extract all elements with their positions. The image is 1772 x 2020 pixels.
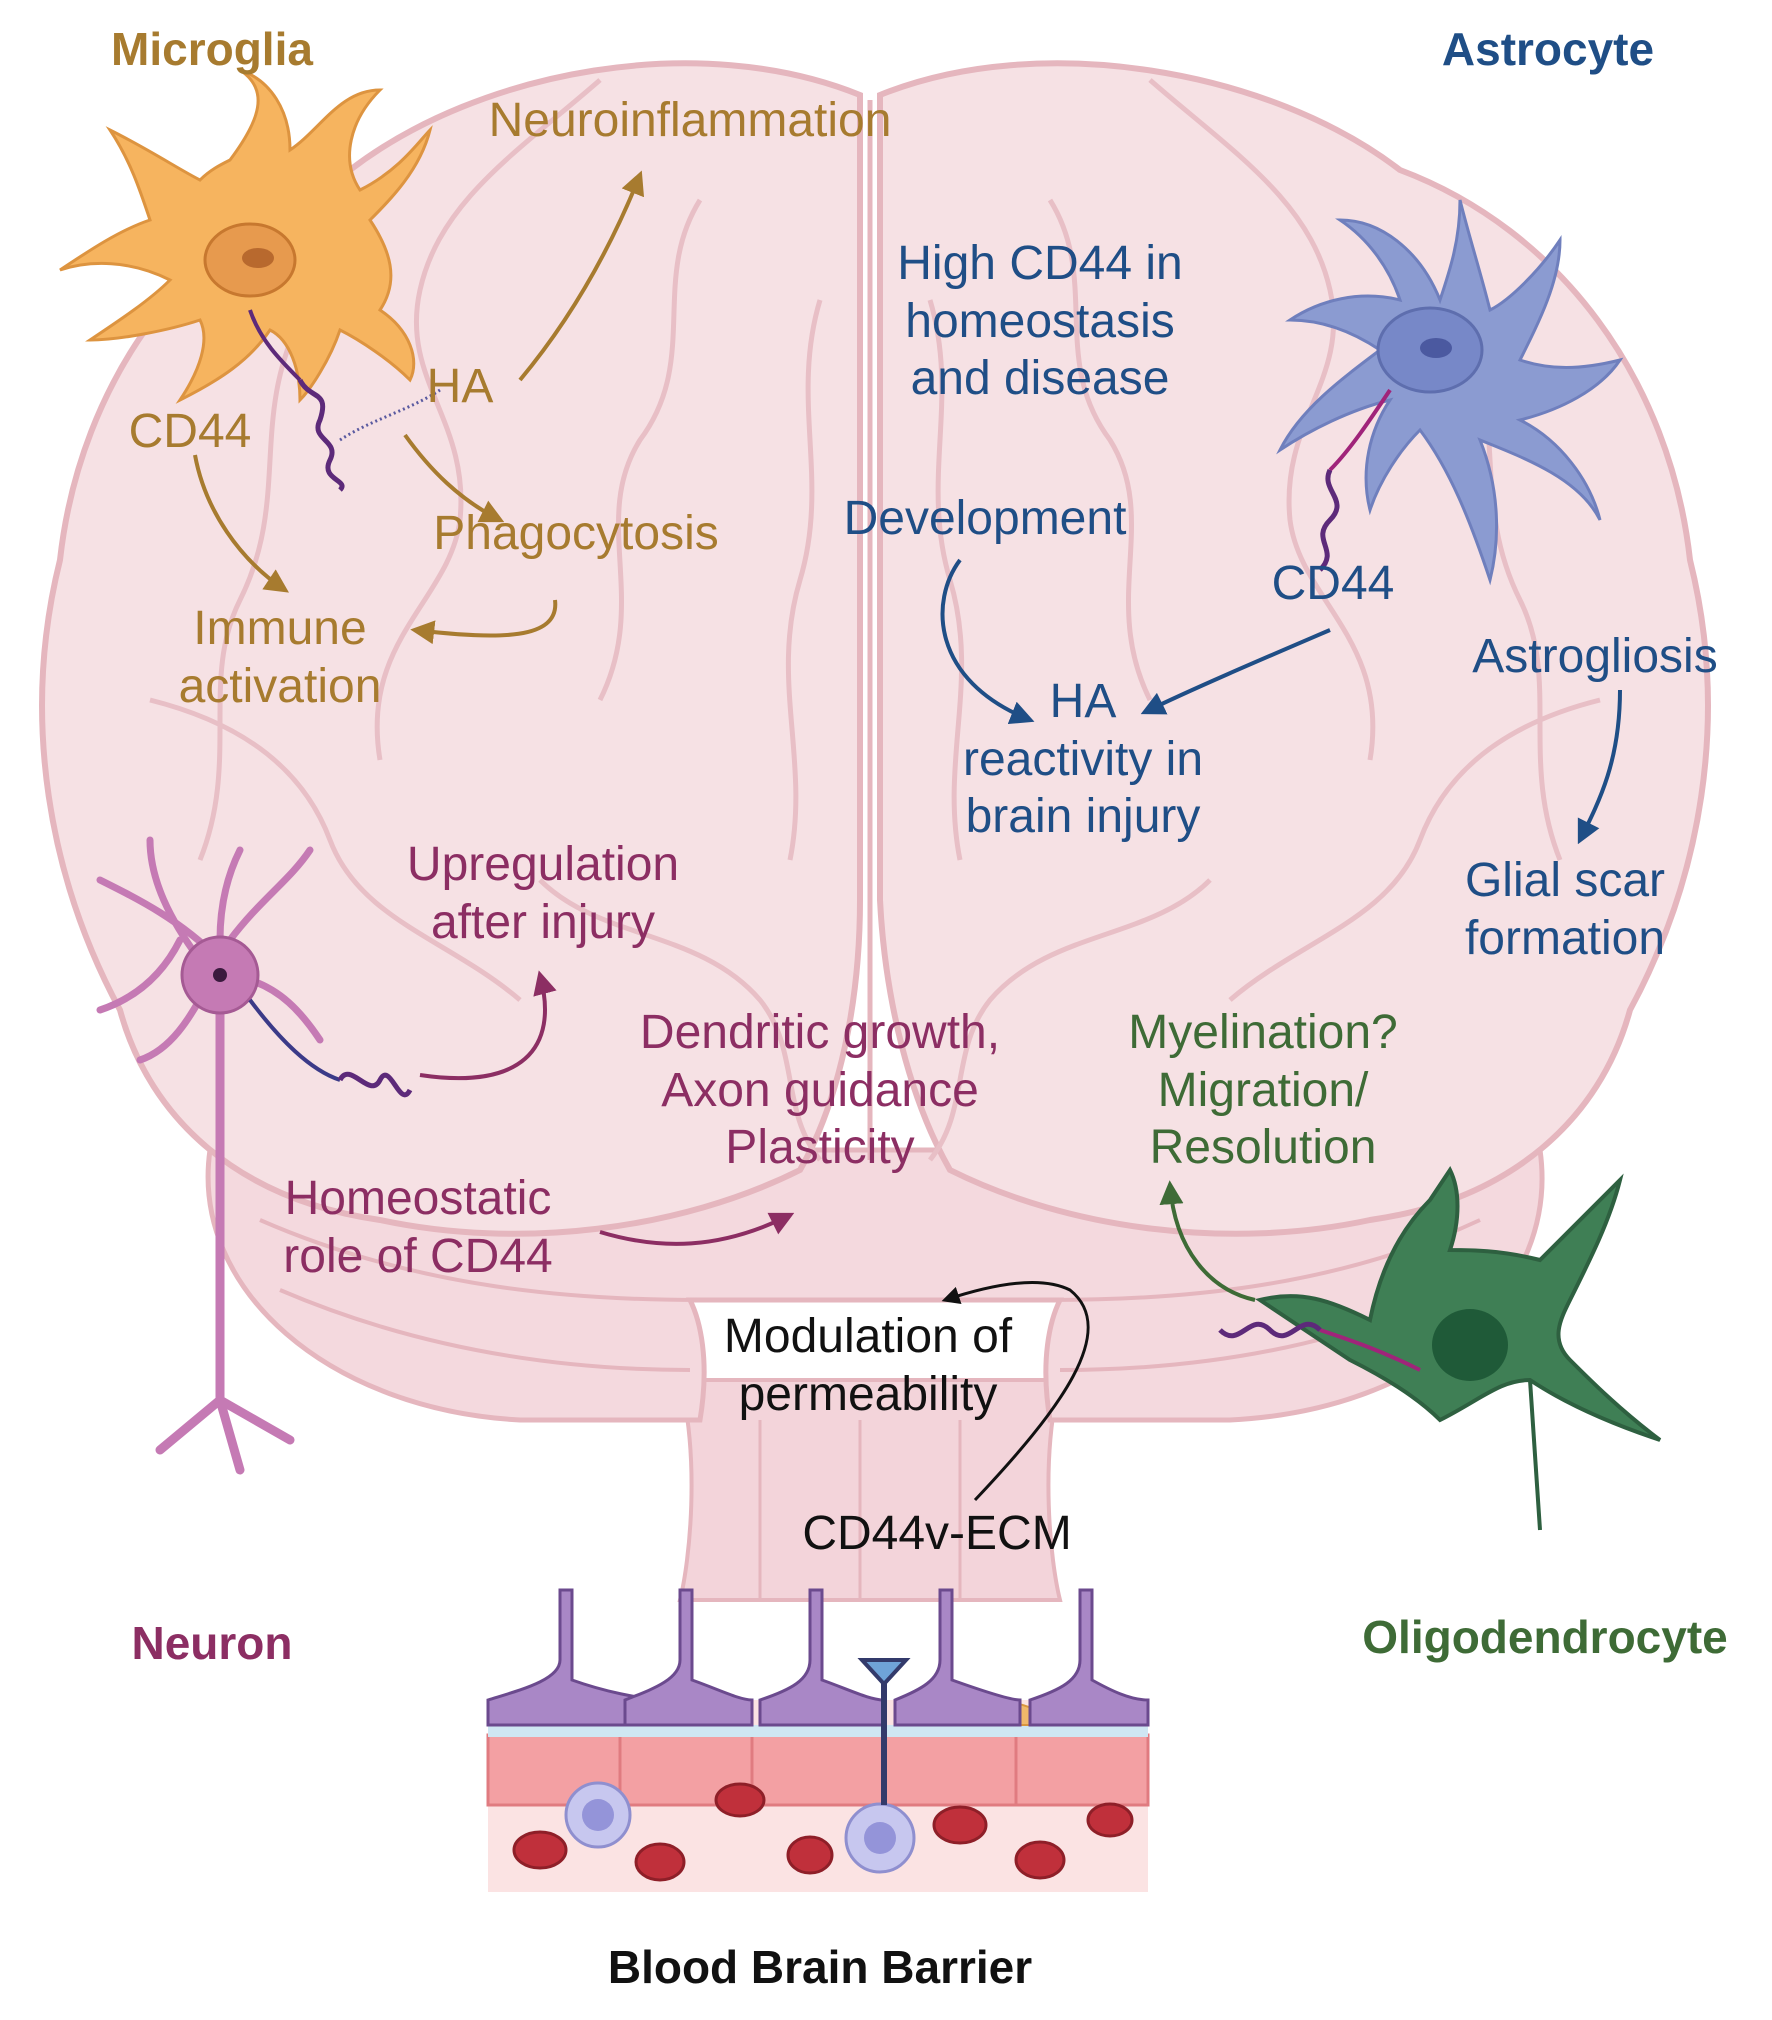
astrogliosis-label: Astrogliosis <box>1472 630 1718 683</box>
relationship-arrows <box>193 170 1622 1502</box>
modulation-permeability-label: Modulation of permeability <box>723 1310 1013 1421</box>
neuroinflammation-label: Neuroinflammation <box>488 94 892 147</box>
myelination-label: Myelination? Migration/ Resolution <box>1128 1006 1398 1175</box>
homeostatic-role-label: Homeostatic role of CD44 <box>283 1172 553 1283</box>
neuron-cell <box>96 836 413 1475</box>
neuron-title: Neuron <box>131 1617 293 1669</box>
phagocytosis-label: Phagocytosis <box>433 507 719 560</box>
oligodendrocyte-cell <box>1218 1166 1662 1531</box>
immune-activation-label: Immune activation <box>178 602 382 713</box>
microglia-cell <box>59 68 441 492</box>
microglia-title: Microglia <box>111 23 313 75</box>
upregulation-label: Upregulation after injury <box>406 838 680 949</box>
glial-scar-label: Glial scar formation <box>1464 854 1666 965</box>
astrocyte-title: Astrocyte <box>1441 23 1655 75</box>
bbb-title: Blood Brain Barrier <box>607 1941 1033 1993</box>
astrocyte-cell <box>1276 199 1624 586</box>
astrocyte-cd44-label: CD44 <box>1271 557 1395 610</box>
blood-brain-barrier-illustration <box>486 1588 1150 1892</box>
development-label: Development <box>843 492 1127 545</box>
microglia-ha-label: HA <box>426 360 494 413</box>
high-cd44-label: High CD44 in homeostasis and disease <box>897 237 1183 406</box>
dendritic-growth-label: Dendritic growth, Axon guidance Plastici… <box>639 1006 1001 1175</box>
ha-reactivity-label: HA reactivity in brain injury <box>962 675 1204 844</box>
oligodendrocyte-title: Oligodendrocyte <box>1362 1611 1728 1663</box>
microglia-cd44-label: CD44 <box>128 405 252 458</box>
cd44v-ecm-label: CD44v-ECM <box>802 1507 1072 1560</box>
